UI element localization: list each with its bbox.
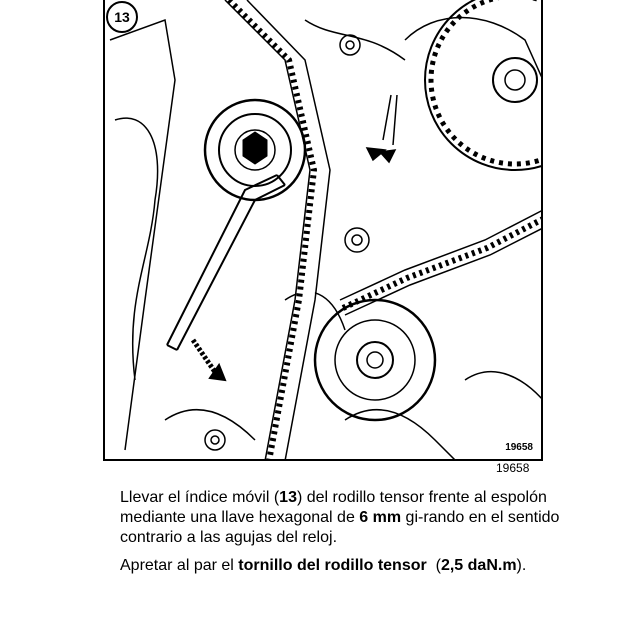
- camshaft-sprocket: [424, 0, 541, 171]
- paragraph-2: Apretar al par el tornillo del rodillo t…: [120, 556, 560, 576]
- callout-number: 13: [114, 9, 130, 25]
- timing-belt-left: [224, 0, 331, 459]
- p1-text-3: gi-rando en el sentido contrario a las a…: [120, 509, 560, 546]
- technical-illustration: 13 19658: [103, 0, 543, 461]
- hex-key-wrench: [166, 174, 286, 351]
- p2-text-2: (: [426, 557, 441, 574]
- p1-bold-1: 13: [279, 489, 297, 506]
- pump-pulley: [313, 298, 437, 422]
- bolts: [204, 34, 370, 451]
- callout-13: 13: [106, 1, 138, 33]
- p2-bold-2: 2,5 daN.m: [440, 557, 517, 574]
- figure-number-outer: 19658: [496, 461, 530, 475]
- figure-number-inner: 19658: [505, 442, 533, 453]
- p2-text-3: ).: [516, 557, 527, 574]
- p1-text-2: ) del rodillo tensor frente al espolón m…: [120, 489, 547, 526]
- rotation-arrow: [190, 338, 227, 382]
- timing-belt-drawing: [109, 0, 541, 459]
- p2-bold-1: tornillo del rodillo tensor: [238, 557, 427, 574]
- engine-outlines: [109, 16, 541, 459]
- p1-bold-2: 6 mm: [359, 509, 402, 526]
- instruction-text: Llevar el índice móvil (13) del rodillo …: [120, 488, 560, 584]
- paragraph-1: Llevar el índice móvil (13) del rodillo …: [120, 488, 560, 548]
- p1-text-1: Llevar el índice móvil (: [120, 489, 280, 506]
- index-pointer: [365, 94, 398, 164]
- p2-text-1: Apretar al par el: [120, 557, 239, 574]
